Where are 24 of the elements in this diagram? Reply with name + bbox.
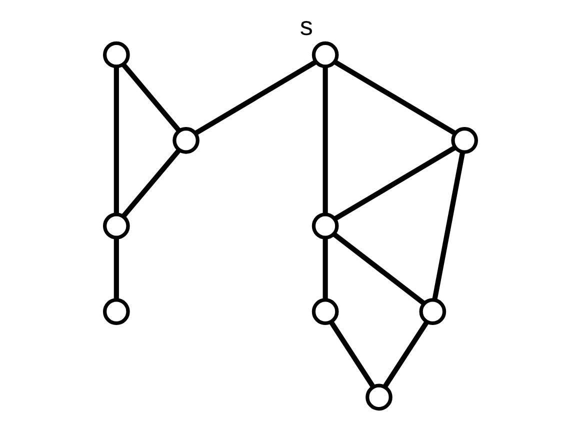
connector xyxy=(113,238,118,300)
node-circle xyxy=(102,298,130,326)
node-circle xyxy=(311,41,338,68)
connector xyxy=(322,238,328,300)
connector xyxy=(333,60,456,136)
node-label: s xyxy=(299,11,312,42)
connector xyxy=(113,66,118,214)
connector xyxy=(332,232,426,306)
node-circle xyxy=(418,298,446,326)
connector xyxy=(382,320,429,388)
connector xyxy=(432,151,465,300)
node-circle xyxy=(311,212,338,240)
connector xyxy=(328,320,375,388)
connector xyxy=(333,145,456,222)
connector xyxy=(194,60,317,136)
node-circle xyxy=(365,384,392,411)
node-circle xyxy=(172,127,199,154)
connector xyxy=(120,62,181,132)
node-circle xyxy=(102,212,130,240)
connector xyxy=(120,148,181,218)
node-circle xyxy=(102,41,130,68)
node-circle xyxy=(450,127,478,154)
connector xyxy=(322,66,328,214)
node-circle xyxy=(311,298,338,326)
